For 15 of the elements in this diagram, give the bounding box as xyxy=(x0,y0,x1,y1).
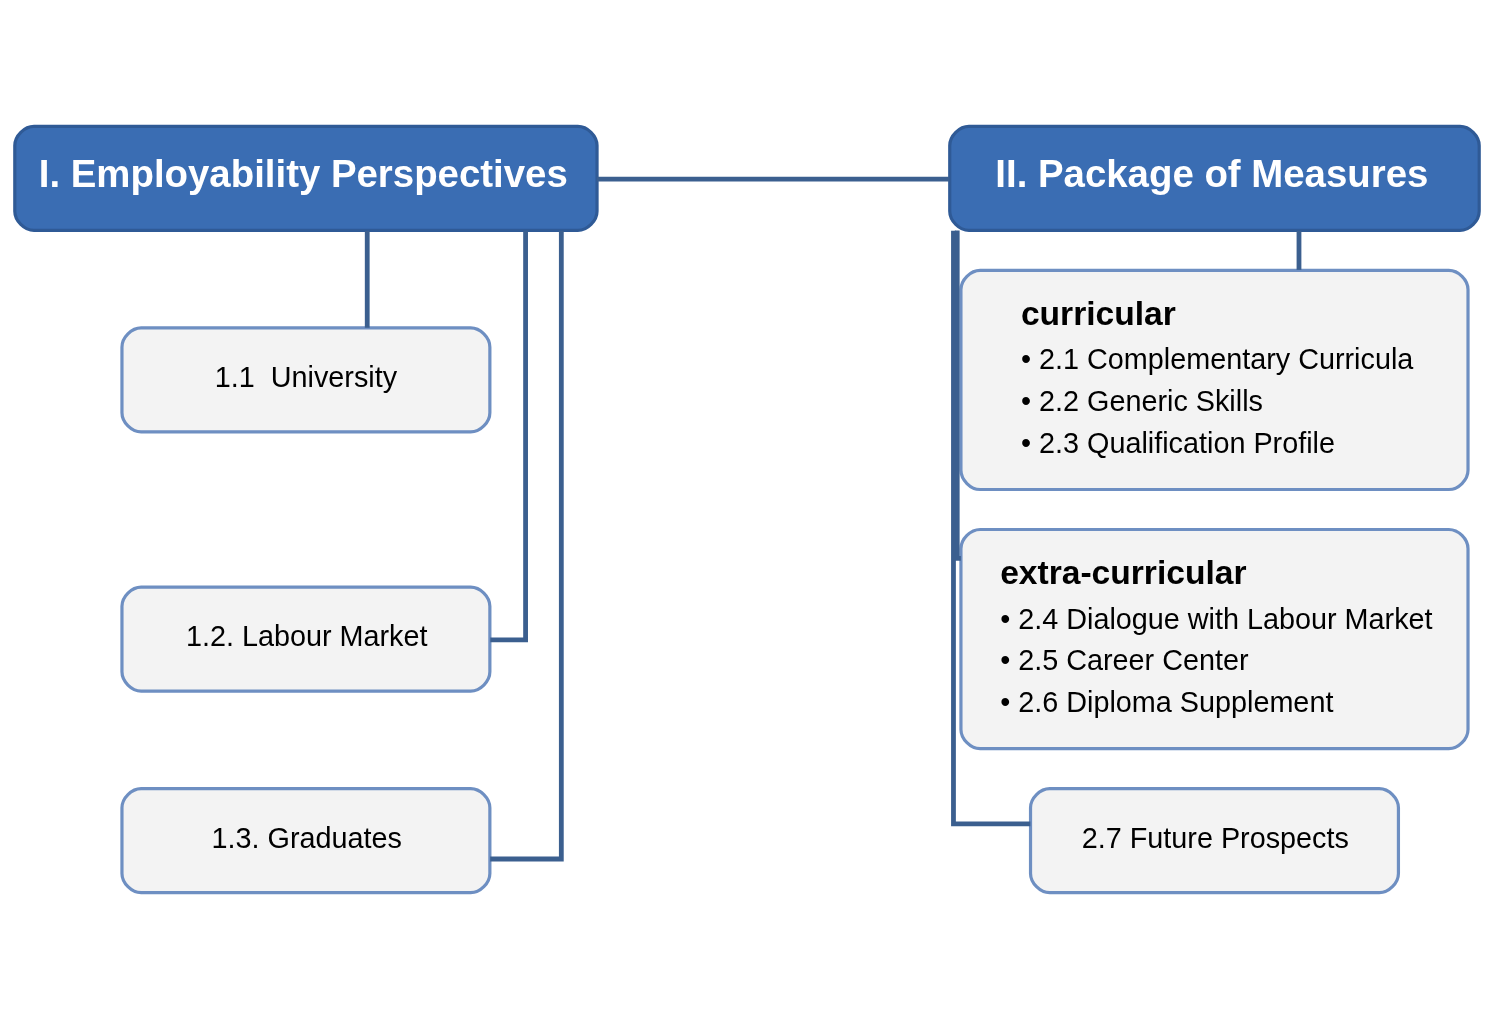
node-box: 1.1 University xyxy=(120,326,492,434)
connector xyxy=(490,230,528,643)
connector xyxy=(1296,230,1302,270)
connector xyxy=(951,230,1031,827)
node-box: curricular • 2.1 Complementary Curricula • 2.2 Generic Skills • 2.3 Qualification Profile xyxy=(959,268,1470,492)
node-box: II. Package of Measures xyxy=(948,124,1481,232)
connector xyxy=(490,230,564,862)
node-box: I. Employability Perspectives xyxy=(13,124,599,232)
node-box: 1.2. Labour Market xyxy=(120,585,492,693)
node-box: 2.7 Future Prospects xyxy=(1028,787,1401,895)
connector xyxy=(597,176,950,182)
connector xyxy=(954,230,961,561)
node-box: 1.3. Graduates xyxy=(120,787,492,895)
connector xyxy=(364,230,370,328)
node-box: extra-curricular • 2.4 Dialogue with Labour Market • 2.5 Career Center • 2.6 Diploma Supplement xyxy=(959,527,1470,751)
